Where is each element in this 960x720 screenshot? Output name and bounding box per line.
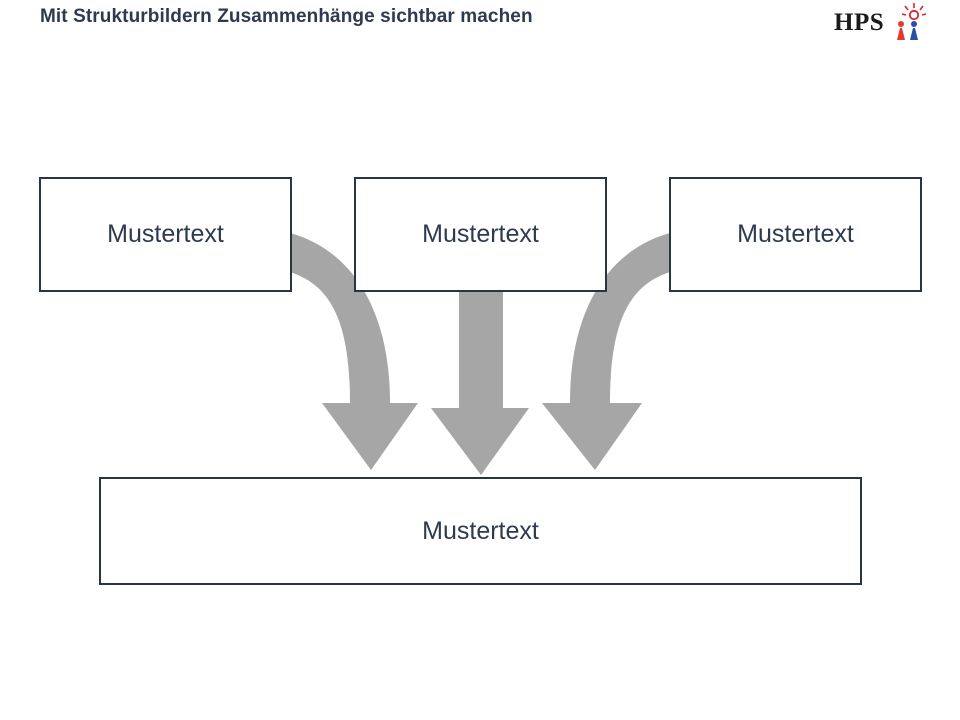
target-box-label: Mustertext — [422, 516, 539, 545]
source-box-3-label: Mustertext — [737, 220, 854, 248]
straight-arrow-middle — [431, 291, 529, 475]
source-box-2-label: Mustertext — [422, 220, 539, 248]
source-box-3: Mustertext — [669, 177, 922, 292]
target-box: Mustertext — [99, 477, 862, 585]
logo-wordmark: HPS — [834, 9, 885, 36]
hps-logo: HPS — [828, 2, 928, 42]
page-title: Mit Strukturbildern Zusammenhänge sichtb… — [40, 6, 533, 27]
curved-arrow-right — [542, 233, 670, 470]
source-box-1: Mustertext — [39, 177, 292, 292]
curved-arrow-left — [290, 233, 418, 470]
source-box-1-label: Mustertext — [107, 220, 224, 248]
source-box-2: Mustertext — [354, 177, 607, 292]
figures-with-lightbulb-icon — [897, 3, 927, 40]
